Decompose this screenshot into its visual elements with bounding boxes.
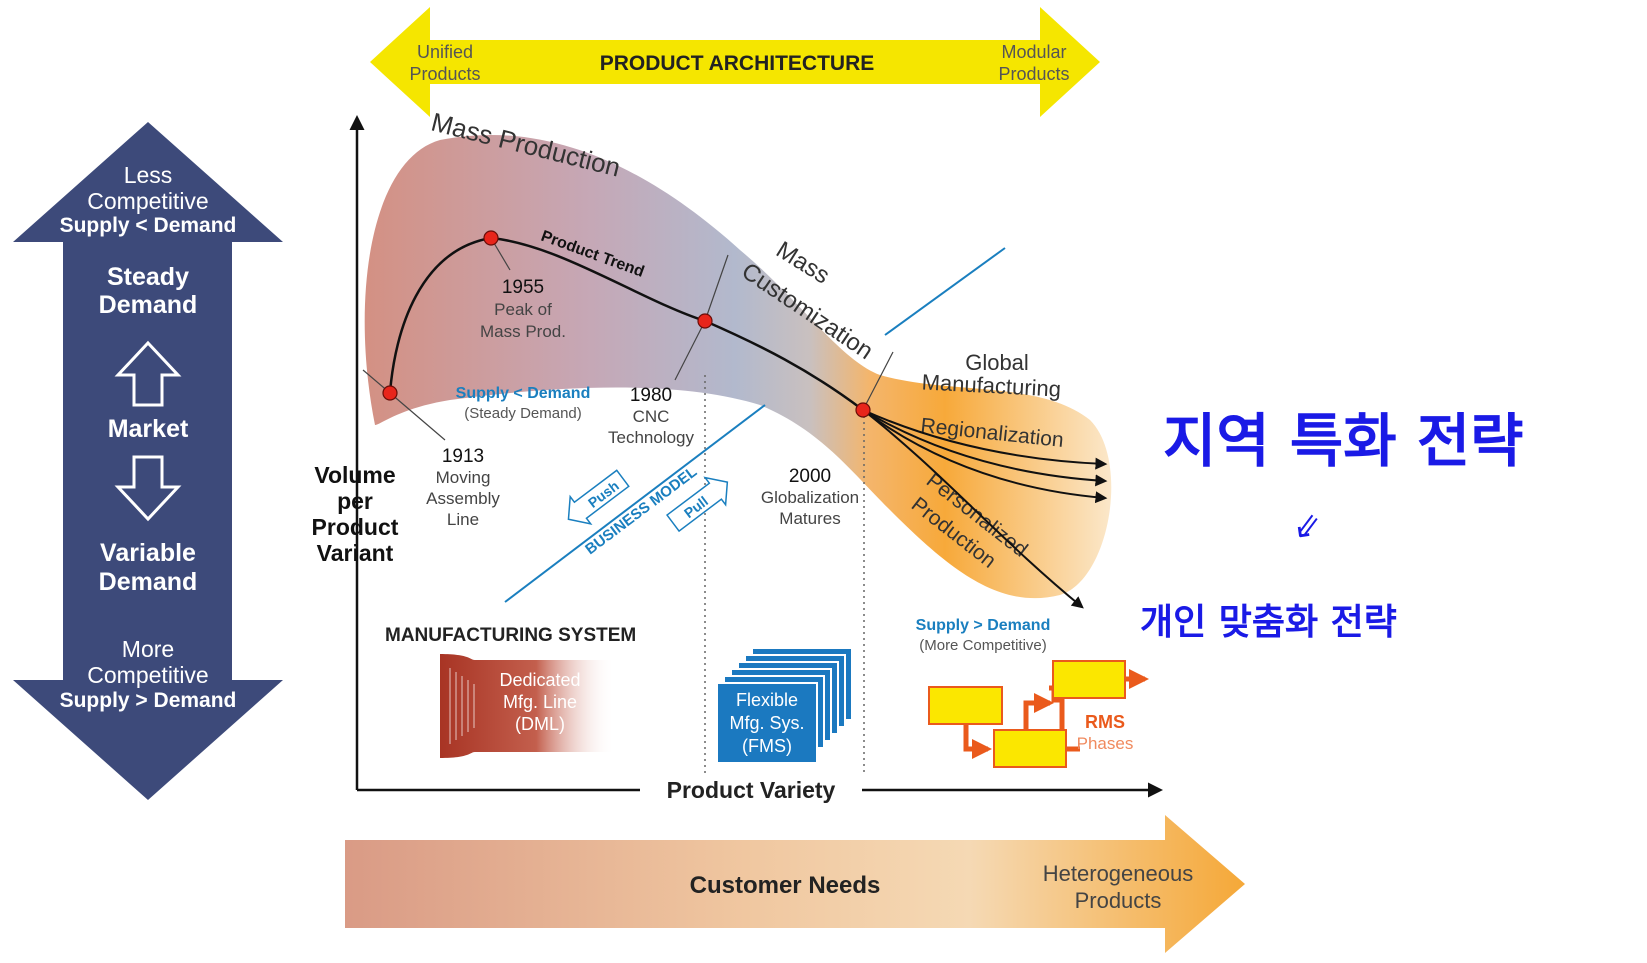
competitive-top-label: Competitive [87, 188, 208, 214]
milestone-1980: 1980 CNC Technology [608, 385, 695, 447]
variable-demand-label: Demand [99, 568, 198, 596]
steady-demand-note: (Steady Demand) [464, 405, 582, 422]
milestone-2000: 2000 Globalization Matures [761, 466, 859, 528]
competitive-bottom-label: Competitive [87, 662, 208, 688]
products-label: Products [1075, 888, 1162, 913]
steady-demand-label: Demand [99, 291, 198, 319]
up-arrow-icon [114, 340, 182, 407]
business-model: BUSINESS MODEL Push Pull [567, 463, 729, 558]
regional-specialization-title: 지역 특화 전략 [1163, 407, 1524, 475]
rms-phases: RMS Phases [928, 660, 1149, 768]
milestone-1913-line-3: Line [447, 510, 479, 529]
dml-line-3: (DML) [515, 714, 565, 734]
fms-line-1: Flexible [736, 690, 798, 710]
x-axis-label: Product Variety [667, 777, 836, 803]
dml-line-2: Mfg. Line [503, 692, 577, 712]
market-arrow: Less Competitive Supply < Demand Steady … [13, 122, 283, 800]
business-model-line-upper [884, 247, 1006, 336]
milestone-1913-line-2: Assembly [426, 489, 500, 508]
heterogeneous-label: Heterogeneous [1043, 861, 1193, 886]
personalization-strategy-title: 개인 맞춤화 전략 [1140, 602, 1397, 643]
global-label: Global [965, 350, 1029, 375]
milestone-1980-line-1: CNC [633, 407, 670, 426]
market-label: Market [108, 415, 189, 443]
unified-label-1: Unified [417, 42, 473, 62]
milestone-1980-marker [697, 313, 713, 329]
more-competitive-note: (More Competitive) [919, 637, 1047, 654]
rms-phases-label: Phases [1077, 734, 1134, 753]
production-paradigm-blob [364, 134, 1112, 599]
milestone-2000-line-1: Globalization [761, 488, 859, 507]
milestone-1955-line-2: Mass Prod. [480, 322, 566, 341]
axes: Product Variety Volume per Product Varia… [312, 115, 1163, 806]
dml-block: Dedicated Mfg. Line (DML) [440, 654, 615, 758]
manufacturing-system-title: MANUFACTURING SYSTEM [385, 625, 636, 646]
milestone-1955-marker [483, 230, 499, 246]
milestone-1955-year: 1955 [502, 277, 544, 298]
more-label: More [122, 636, 174, 662]
supply-less-demand-top: Supply < Demand [60, 214, 237, 237]
dml-line-1: Dedicated [499, 670, 580, 690]
steady-label: Steady [107, 263, 189, 291]
milestone-2000-line-2: Matures [779, 509, 840, 528]
supply-greater-demand-bottom: Supply > Demand [60, 689, 237, 712]
milestone-1913-line-1: Moving [436, 468, 491, 487]
product-trend-curve [388, 236, 864, 411]
modular-label-2: Products [998, 64, 1069, 84]
milestone-1955-line-1: Peak of [494, 300, 552, 319]
y-axis-label-2: per [337, 488, 373, 514]
milestone-1913: 1913 Moving Assembly Line [426, 446, 500, 529]
customer-needs-label: Customer Needs [690, 872, 881, 899]
unified-label-2: Products [409, 64, 480, 84]
y-axis-label-1: Volume [314, 462, 395, 488]
modular-label-1: Modular [1001, 42, 1066, 62]
customer-needs-arrow: Customer Needs Heterogeneous Products [345, 815, 1245, 953]
down-arrow-icon [114, 455, 182, 522]
product-architecture-title: PRODUCT ARCHITECTURE [600, 52, 875, 75]
variable-label: Variable [100, 539, 196, 567]
supply-greater-demand-label: Supply > Demand [916, 617, 1051, 634]
less-label: Less [124, 162, 173, 188]
milestone-1980-line-2: Technology [608, 428, 695, 447]
milestone-1980-year: 1980 [630, 385, 672, 406]
y-axis-label-4: Variant [317, 540, 394, 566]
handwritten-arrow-icon: ⇙ [1290, 504, 1325, 548]
milestone-1955: 1955 Peak of Mass Prod. [480, 277, 566, 341]
milestone-1913-year: 1913 [442, 446, 484, 467]
rms-label: RMS [1085, 712, 1125, 732]
supply-less-demand-label: Supply < Demand [456, 385, 591, 402]
fms-block: Flexible Mfg. Sys. (FMS) [716, 647, 853, 764]
fms-line-3: (FMS) [742, 736, 792, 756]
trend-branches [862, 409, 1108, 609]
fms-line-2: Mfg. Sys. [729, 713, 804, 733]
y-axis-label-3: Product [312, 514, 399, 540]
business-model-line [504, 404, 766, 603]
milestone-2000-marker [855, 402, 871, 418]
milestone-2000-year: 2000 [789, 466, 831, 487]
product-architecture-arrow: Unified Products PRODUCT ARCHITECTURE Mo… [370, 7, 1100, 117]
milestone-1913-marker [382, 385, 398, 401]
